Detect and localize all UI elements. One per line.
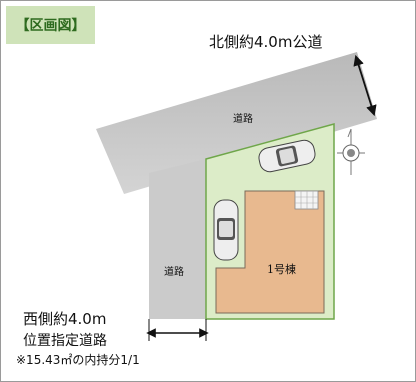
car-icon — [213, 199, 239, 261]
dimension-arrow-icon — [353, 54, 377, 117]
top-road-name: 道路 — [233, 114, 253, 125]
left-road-name: 道路 — [164, 267, 184, 278]
north-road — [96, 52, 377, 194]
car-icon — [258, 139, 316, 173]
hatched-box — [294, 190, 319, 210]
west-road-description: 位置指定道路 — [23, 333, 107, 349]
west-road-note: ※15.43㎡の内持分1/1 — [16, 353, 140, 367]
house-label: 1号棟 — [267, 263, 296, 276]
west-access-road — [149, 159, 206, 319]
north-road-label: 北側約4.0m公道 — [209, 33, 323, 51]
west-road-width: 西側約4.0m — [23, 310, 107, 328]
compass-icon — [337, 128, 365, 175]
house-footprint — [215, 190, 325, 314]
section-tag: 【区画図】 — [6, 6, 95, 44]
